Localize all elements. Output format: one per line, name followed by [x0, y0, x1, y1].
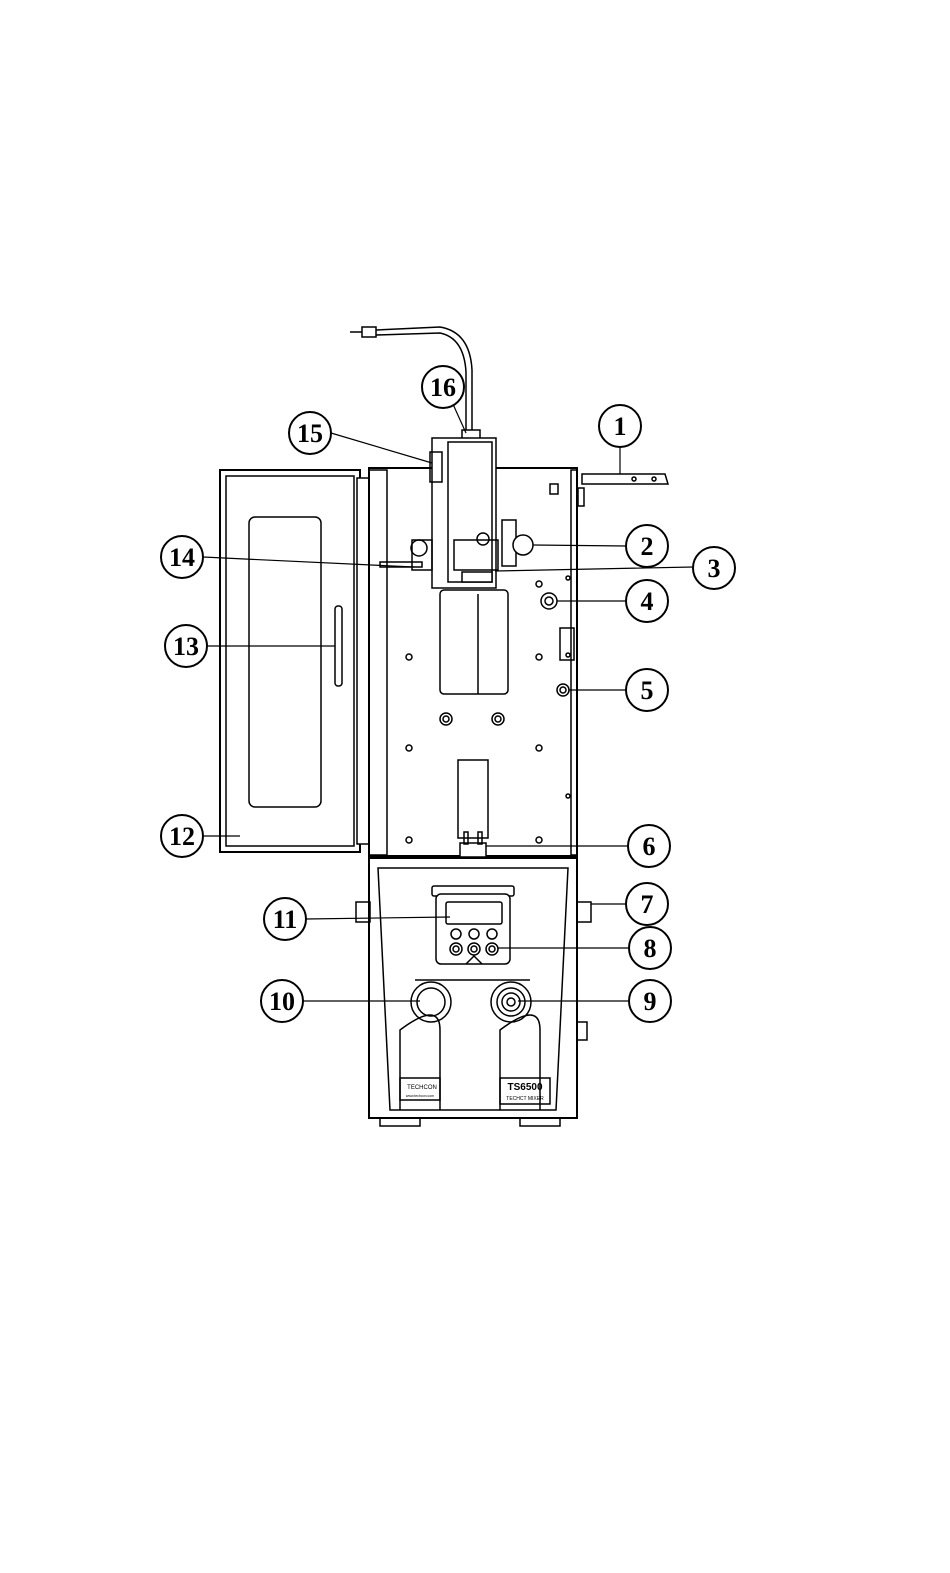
callout-6: 6: [643, 832, 656, 861]
callout-7: 7: [641, 890, 654, 919]
callout-15: 15: [297, 419, 323, 448]
callout-4: 4: [641, 587, 654, 616]
callout-3: 3: [708, 554, 721, 583]
model-sublabel: TECHCT MIXER: [506, 1096, 544, 1102]
callout-8: 8: [644, 934, 657, 963]
callout-2: 2: [641, 532, 654, 561]
callout-13: 13: [173, 632, 199, 661]
door-panel: [220, 470, 369, 852]
callout-14: 14: [169, 543, 195, 572]
control-panel: [432, 886, 514, 964]
brand-label: TECHCON: [407, 1085, 437, 1091]
callout-10: 10: [269, 987, 295, 1016]
brand-url: www.techcon.com: [406, 1094, 434, 1098]
callout-9: 9: [644, 987, 657, 1016]
callout-11: 11: [273, 905, 298, 934]
upper-cabinet: [369, 468, 668, 856]
callout-5: 5: [641, 676, 654, 705]
model-label: TS6500: [507, 1082, 542, 1093]
callout-12: 12: [169, 822, 195, 851]
callout-16: 16: [430, 373, 456, 402]
callout-1: 1: [614, 412, 627, 441]
